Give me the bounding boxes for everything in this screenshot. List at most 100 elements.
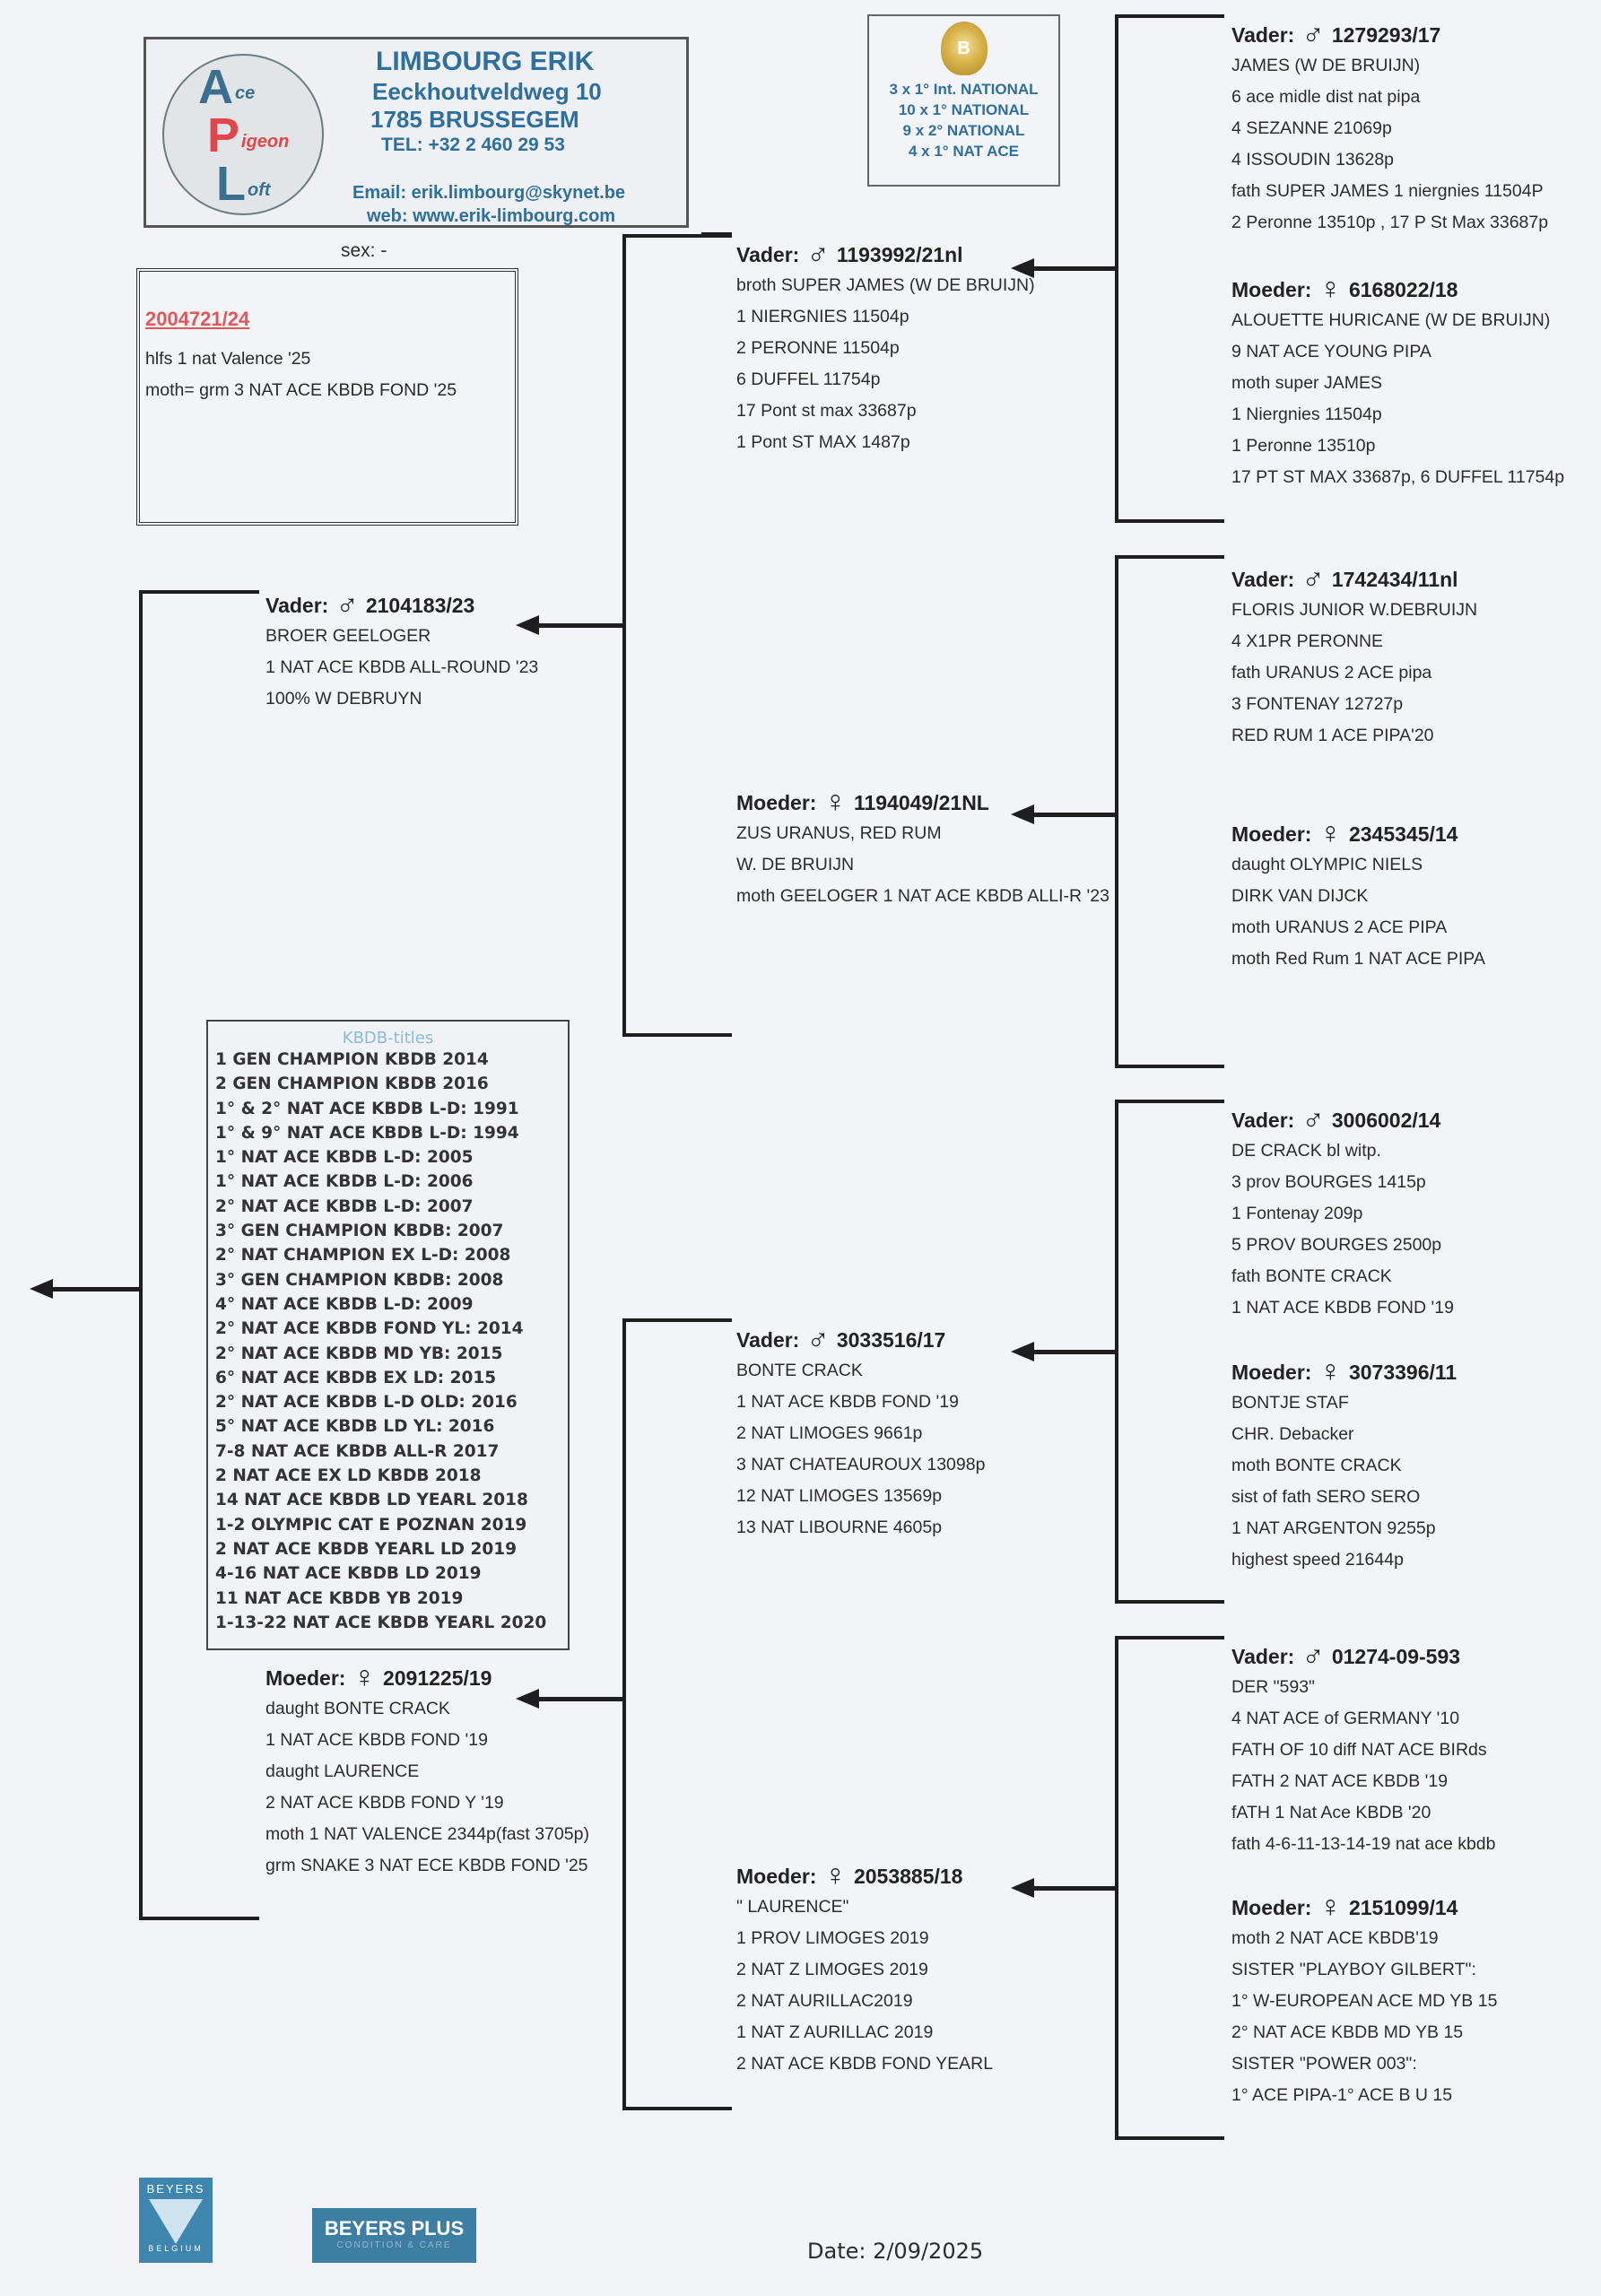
pedigree-note: 1 Fontenay 209p [1231, 1204, 1363, 1223]
pedigree-note: " LAURENCE" [736, 1897, 849, 1917]
title-item: 5° NAT ACE KBDB LD YL: 2016 [215, 1417, 495, 1437]
title-item: 2° NAT ACE KBDB L-D: 2007 [215, 1196, 474, 1216]
female-symbol-icon: ♀ [1318, 1890, 1342, 1924]
logo-letter: L [216, 157, 246, 211]
subject-note: moth= grm 3 NAT ACE KBDB FOND '25 [145, 380, 457, 400]
pedigree-note: 12 NAT LIMOGES 13569p [736, 1486, 943, 1506]
pedigree-note: highest speed 21644p [1231, 1550, 1404, 1570]
title-item: 2° NAT ACE KBDB FOND YL: 2014 [215, 1319, 524, 1339]
pedigree-note: grm SNAKE 3 NAT ECE KBDB FOND '25 [265, 1856, 588, 1875]
title-item: 3° GEN CHAMPION KBDB: 2008 [215, 1270, 504, 1290]
pedigree-heading: Moeder:♀2345345/14 [1231, 817, 1485, 849]
title-item: 4-16 NAT ACE KBDB LD 2019 [215, 1564, 482, 1584]
logo-letter: ce [235, 83, 256, 103]
pedigree-note: ZUS URANUS, RED RUM [736, 823, 942, 843]
pedigree-note: CHR. Debacker [1231, 1424, 1354, 1444]
pedigree-note: JAMES (W DE BRUIJN) [1231, 56, 1421, 75]
pedigree-note: 100% W DEBRUYN [265, 689, 422, 709]
badge-line: 9 x 2° NATIONAL [902, 122, 1025, 139]
beyers-logo-subtext: BELGIUM [148, 2244, 204, 2253]
parent-label: Moeder: [736, 791, 817, 814]
pedigree-note: 6 DUFFEL 11754p [736, 370, 881, 389]
pedigree-note: FATH 2 NAT ACE KBDB '19 [1231, 1771, 1449, 1791]
title-item: 11 NAT ACE KBDB YB 2019 [215, 1588, 464, 1608]
pedigree-heading: Moeder:♀2053885/18 [736, 1859, 993, 1892]
titles-heading: KBDB-titles [342, 1029, 434, 1048]
pedigree-heading: Vader:♂3006002/14 [1231, 1103, 1454, 1135]
pedigree-note: 1 NIERGNIES 11504p [736, 307, 909, 326]
connector-line [622, 2107, 732, 2110]
title-item: 1° & 9° NAT ACE KBDB L-D: 1994 [215, 1123, 519, 1143]
pedigree-note: sist of fath SERO SERO [1231, 1487, 1421, 1507]
ring-number: 3033516/17 [836, 1328, 946, 1352]
parent-label: Vader: [265, 594, 329, 617]
beyers-plus-subtext: CONDITION & CARE [336, 2240, 452, 2250]
pedigree-note: FATH OF 10 diff NAT ACE BIRds [1231, 1740, 1487, 1760]
pedigree-note: moth GEELOGER 1 NAT ACE KBDB ALLI-R '23 [736, 886, 1109, 906]
pedigree-note: moth BONTE CRACK [1231, 1456, 1402, 1475]
title-item: 1° NAT ACE KBDB L-D: 2006 [215, 1172, 474, 1192]
title-item: 2 GEN CHAMPION KBDB 2016 [215, 1074, 489, 1094]
connector-line [139, 590, 259, 594]
male-symbol-icon: ♂ [806, 1322, 830, 1356]
pedigree-note: 17 PT ST MAX 33687p, 6 DUFFEL 11754p [1231, 467, 1565, 487]
pedigree-note: 2° NAT ACE KBDB MD YB 15 [1231, 2022, 1464, 2042]
pedigree-note: 2 NAT Z LIMOGES 2019 [736, 1960, 928, 1979]
male-symbol-icon: ♂ [1301, 17, 1325, 51]
breeder-phone: TEL: +32 2 460 29 53 [381, 135, 565, 155]
male-symbol-icon: ♂ [335, 587, 359, 622]
beyers-plus-logo: BEYERS PLUS CONDITION & CARE [312, 2208, 476, 2263]
pedigree-note: BONTE CRACK [736, 1361, 863, 1380]
connector-line [622, 234, 626, 1037]
title-item: 2° NAT ACE KBDB MD YB: 2015 [215, 1344, 503, 1363]
date: Date: 2/09/2025 [807, 2239, 984, 2264]
title-item: 1-13-22 NAT ACE KBDB YEARL 2020 [215, 1613, 547, 1632]
female-symbol-icon: ♀ [1318, 1354, 1342, 1388]
connector-line [622, 1318, 626, 2110]
connector-line [1115, 1100, 1118, 1604]
parent-label: Moeder: [736, 1865, 817, 1888]
ring-number: 2151099/14 [1348, 1896, 1458, 1919]
pedigree-heading: Vader: ♂ 2104183/23 [265, 588, 538, 621]
connector-line [139, 590, 143, 1920]
pedigree-note: fath URANUS 2 ACE pipa [1231, 663, 1432, 683]
title-item: 1-2 OLYMPIC CAT E POZNAN 2019 [215, 1515, 527, 1535]
pedigree-note: 3 NAT CHATEAUROUX 13098p [736, 1455, 986, 1474]
pedigree-heading: Moeder:♀6168022/18 [1231, 273, 1564, 305]
pedigree-note: moth super JAMES [1231, 373, 1382, 393]
connector-line [1115, 1100, 1224, 1103]
pedigree-note: 1 NAT ACE KBDB FOND '19 [1231, 1298, 1454, 1318]
female-symbol-icon: ♀ [1318, 272, 1342, 306]
connector-line [1115, 1636, 1118, 2140]
logo-letter: A [198, 60, 233, 114]
arrow-left-icon [1011, 1878, 1034, 1898]
badge-line: 3 x 1° Int. NATIONAL [889, 81, 1039, 98]
ring-number: 2345345/14 [1348, 822, 1458, 846]
parent-label: Moeder: [1231, 822, 1312, 846]
pedigree-note: 2 NAT ACE KBDB FOND Y '19 [265, 1793, 504, 1813]
pedigree-note: 1 Pont ST MAX 1487p [736, 432, 910, 452]
pedigree-note: DE CRACK bl witp. [1231, 1141, 1381, 1161]
pedigree-note: 6 ace midle dist nat pipa [1231, 87, 1421, 107]
connector-line [1115, 1636, 1224, 1639]
connector-line [537, 1697, 622, 1701]
ring-number: 2104183/23 [365, 594, 475, 617]
pedigree-heading: Moeder:♀2091225/19 [265, 1661, 589, 1693]
connector-line [537, 623, 622, 628]
badge-line: 4 x 1° NAT ACE [909, 143, 1019, 160]
badge-line: 10 x 1° NATIONAL [898, 101, 1030, 118]
pedigree-heading: Vader:♂1742434/11nl [1231, 562, 1477, 595]
pedigree-note: RED RUM 1 ACE PIPA'20 [1231, 726, 1434, 745]
pedigree-note: W. DE BRUIJN [736, 855, 855, 874]
